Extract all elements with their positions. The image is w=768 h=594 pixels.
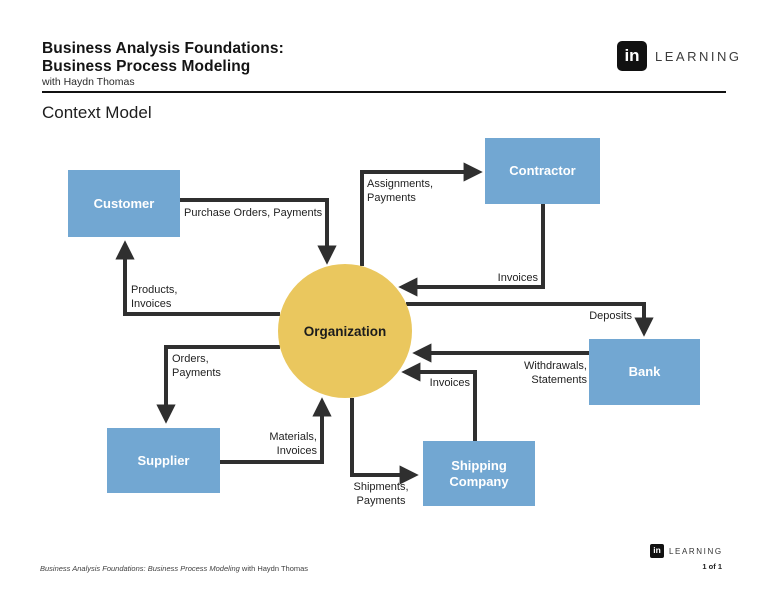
linkedin-learning-logo: in LEARNING xyxy=(617,41,741,71)
course-title-line2: Business Process Modeling xyxy=(42,57,251,75)
flow-label-orders-payments: Orders, Payments xyxy=(172,353,221,379)
linkedin-in-icon-small: in xyxy=(650,544,664,558)
arrow-customer-to-organization xyxy=(180,198,337,265)
learning-wordmark: LEARNING xyxy=(655,48,742,64)
footer-branding: in LEARNING 1 of 1 xyxy=(650,544,722,571)
page-indicator: 1 of 1 xyxy=(702,562,722,571)
flow-label-deposits: Deposits xyxy=(589,310,632,322)
arrow-organization-to-supplier xyxy=(156,345,280,424)
arrow-organization-to-bank xyxy=(406,302,654,337)
flow-label-invoices-from-shipping: Invoices xyxy=(429,377,470,389)
flow-label-products-invoices: Products, Invoices xyxy=(131,284,178,310)
flow-label-invoices-from-contractor: Invoices xyxy=(497,272,538,284)
footer-learning-wordmark: LEARNING xyxy=(669,546,723,556)
flow-label-materials-invoices: Materials, Invoices xyxy=(269,431,317,457)
flow-label-withdrawals-statements: Withdrawals, Statements xyxy=(524,360,587,386)
arrow-organization-to-customer xyxy=(115,240,280,316)
linkedin-in-icon: in xyxy=(617,41,647,71)
footer-course-reference: Business Analysis Foundations: Business … xyxy=(40,564,308,573)
footer-course-suffix: with Haydn Thomas xyxy=(239,564,309,573)
course-title-line1: Business Analysis Foundations: xyxy=(42,40,284,57)
footer-course-title: Business Analysis Foundations: Business … xyxy=(40,564,240,573)
arrow-contractor-to-organization xyxy=(398,204,545,297)
organization-circle: Organization xyxy=(278,264,412,398)
entity-box-contractor: Contractor xyxy=(485,138,600,204)
slide-heading: Context Model xyxy=(42,103,152,122)
flow-label-shipments-payments: Shipments, Payments xyxy=(353,481,409,507)
footer-linkedin-learning-logo: in LEARNING xyxy=(650,544,723,558)
arrow-organization-to-contractor xyxy=(360,162,483,266)
flow-label-assignments-payments: Assignments, Payments xyxy=(367,178,434,204)
entity-box-shipping-company: Shipping Company xyxy=(423,441,535,506)
arrow-shipping-to-organization xyxy=(401,362,477,442)
entity-box-customer: Customer xyxy=(68,170,180,237)
course-title: Business Analysis Foundations: Business … xyxy=(42,40,284,75)
arrow-organization-to-shipping xyxy=(350,398,419,485)
course-byline: with Haydn Thomas xyxy=(42,76,135,88)
entity-box-bank: Bank xyxy=(589,339,700,405)
flow-label-purchase-orders-payments: Purchase Orders, Payments xyxy=(184,207,323,219)
entity-box-supplier: Supplier xyxy=(107,428,220,493)
arrow-supplier-to-organization xyxy=(220,397,332,464)
header-divider xyxy=(42,91,726,93)
